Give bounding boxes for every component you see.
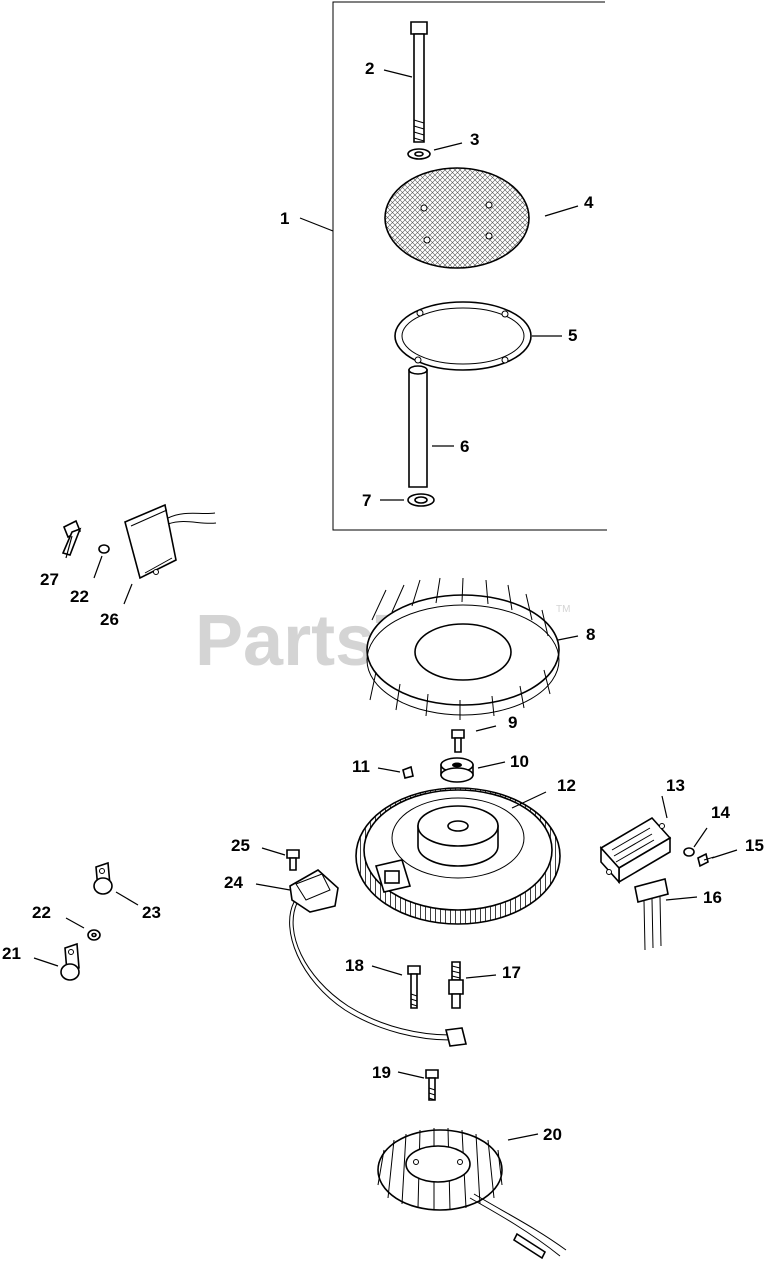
callout-11: 11 bbox=[352, 757, 370, 776]
callout-5: 5 bbox=[568, 326, 577, 345]
callout-3: 3 bbox=[470, 130, 479, 149]
callout-23: 23 bbox=[142, 903, 161, 922]
part-screw-9 bbox=[451, 729, 465, 753]
part-spark-plug-17 bbox=[448, 961, 464, 1009]
callout-18: 18 bbox=[345, 956, 364, 975]
part-bolt-18 bbox=[407, 965, 421, 1009]
callout-8: 8 bbox=[586, 625, 595, 644]
callout-2: 2 bbox=[365, 59, 374, 78]
part-clip-21 bbox=[60, 942, 80, 981]
callout-6: 6 bbox=[460, 437, 469, 456]
callout-20: 20 bbox=[543, 1125, 562, 1144]
part-screen-disc bbox=[384, 167, 530, 269]
part-bolt-27 bbox=[61, 519, 82, 556]
callout-22-lower: 22 bbox=[32, 903, 51, 922]
watermark-tm: TM bbox=[556, 604, 570, 615]
callout-4: 4 bbox=[584, 193, 594, 212]
part-flywheel bbox=[355, 787, 561, 925]
callout-13: 13 bbox=[666, 776, 685, 795]
part-washer-22-lower bbox=[87, 929, 101, 941]
part-screw-15 bbox=[697, 852, 715, 868]
callout-14: 14 bbox=[711, 803, 730, 822]
part-screw-25 bbox=[286, 849, 300, 871]
callout-16: 16 bbox=[703, 888, 722, 907]
part-retainer-ring bbox=[394, 301, 532, 371]
callout-27: 27 bbox=[40, 570, 59, 589]
part-washer-14 bbox=[683, 847, 695, 857]
part-rectifier-13 bbox=[599, 816, 672, 885]
callout-19: 19 bbox=[372, 1063, 391, 1082]
callout-25: 25 bbox=[231, 836, 250, 855]
callout-9: 9 bbox=[508, 713, 517, 732]
part-stator-20 bbox=[377, 1127, 567, 1260]
callout-15: 15 bbox=[745, 836, 764, 855]
part-clip-23 bbox=[93, 861, 113, 895]
assembly-bracket bbox=[332, 1, 607, 531]
callout-1: 1 bbox=[280, 209, 289, 228]
part-bolt-long bbox=[410, 21, 428, 143]
callout-26: 26 bbox=[100, 610, 119, 629]
part-spacer-10 bbox=[440, 757, 474, 783]
callout-22-upper: 22 bbox=[70, 587, 89, 606]
part-washer-bottom bbox=[407, 493, 435, 507]
leader-lines bbox=[33, 69, 738, 1141]
callout-24: 24 bbox=[224, 873, 243, 892]
part-ignition-module-24 bbox=[289, 869, 467, 1047]
callout-21: 21 bbox=[2, 944, 21, 963]
callout-10: 10 bbox=[510, 752, 529, 771]
part-washer-22-upper bbox=[98, 544, 110, 554]
callout-12: 12 bbox=[557, 776, 576, 795]
part-spacer-tube bbox=[408, 365, 428, 488]
callout-17: 17 bbox=[502, 963, 521, 982]
part-screw-19 bbox=[425, 1069, 439, 1101]
part-module-26 bbox=[124, 503, 217, 580]
part-washer-top bbox=[407, 148, 431, 160]
part-connector-16 bbox=[634, 878, 669, 951]
part-key-11 bbox=[402, 765, 414, 779]
part-fan bbox=[366, 577, 560, 720]
callout-labels: 1 2 3 4 5 6 7 8 9 11 10 12 13 14 15 16 2… bbox=[2, 59, 764, 1144]
callout-7: 7 bbox=[362, 491, 371, 510]
